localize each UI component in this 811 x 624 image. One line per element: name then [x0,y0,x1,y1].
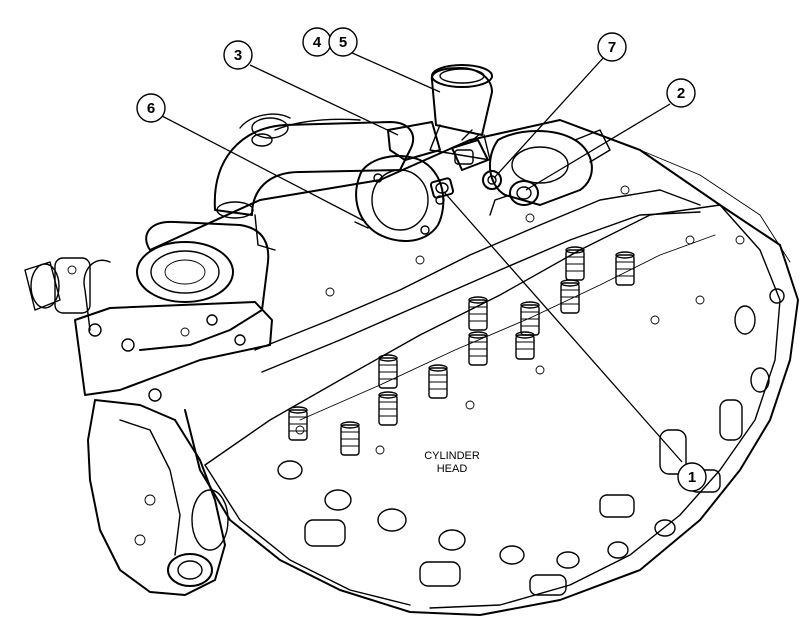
intake-manifold [24,113,415,596]
leader-lines [161,51,683,463]
callout-bubble [136,93,166,123]
elbow-item-2 [489,180,539,216]
callout-1: 1 [677,462,707,492]
callout-number: 2 [677,85,685,102]
callout-bubble [677,462,707,492]
callout-bubble [223,40,253,70]
leader-4-5 [349,51,441,93]
cylinder-head-label-line1: CYLINDER [424,450,480,462]
leader-2 [525,103,671,191]
leader-7 [493,56,605,179]
callout-number: 5 [339,34,347,51]
leader-6 [161,115,367,223]
water-outlet-fittings [429,129,611,216]
callout-7: 7 [597,32,627,62]
nut-item-7 [482,170,502,190]
valve-springs [288,246,635,456]
callout-bubble [666,78,696,108]
bolt-item-1 [429,177,455,199]
cylinder-head-label: CYLINDER HEAD [418,446,486,476]
cylinder-head [149,119,799,616]
callout-number: 7 [608,39,616,56]
thermostat-housing [354,64,493,243]
callout-5: 5 [328,27,358,57]
callout-3: 3 [223,40,253,70]
leader-1 [443,191,683,463]
callout-number: 1 [688,469,696,486]
callout-bubble [597,32,627,62]
callout-number: 4 [313,34,322,51]
callout-2: 2 [666,78,696,108]
leader-3 [249,64,399,136]
cylinder-head-label-line2: HEAD [437,463,468,475]
callout-bubble [328,27,358,57]
callout-6: 6 [136,93,166,123]
callout-number: 3 [234,47,242,64]
callout-4: 4 [302,27,332,57]
callout-number: 6 [147,100,155,117]
